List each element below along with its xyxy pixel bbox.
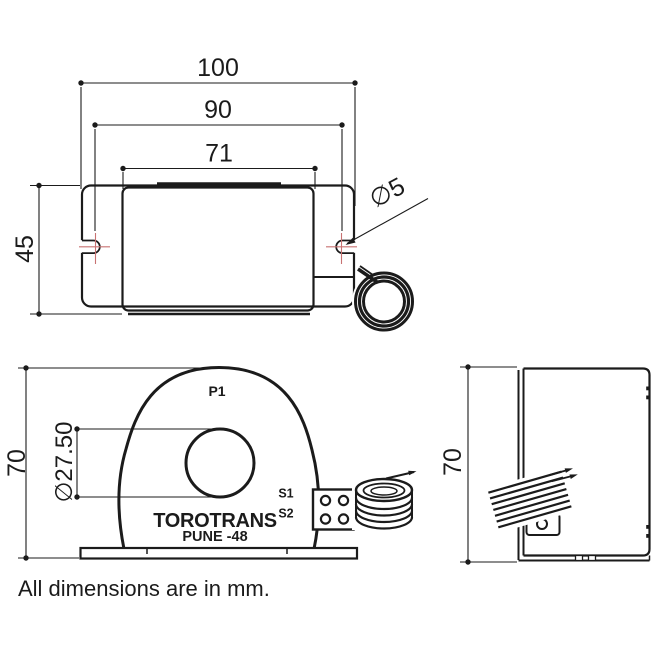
dim-hole-dia-label: ∅27.50 [51,422,78,503]
dim-side-70-label: 70 [439,448,467,476]
top-view: 100 90 71 45 [11,54,429,334]
side-view: 70 [439,364,651,565]
dimension-hole-diameter: ∅27.50 [51,422,219,503]
side-coil [484,467,578,534]
dim-90-label: 90 [204,96,232,124]
dimension-overall-width: 100 [78,54,358,206]
side-coil-wire-end [564,468,573,473]
front-coil [352,470,418,530]
mounting-slot-left [78,233,110,264]
dimension-front-height: 70 [3,365,232,561]
terminal-screw [319,494,332,507]
label-secondary-terminal-1: S1 [278,487,293,501]
dimension-side-height: 70 [439,364,517,565]
dim-slot-dia-label: ∅5 [365,172,410,213]
front-base-plate [79,546,359,560]
top-coil [352,265,416,334]
dim-71-label: 71 [205,140,233,168]
label-primary-terminal: P1 [208,383,225,399]
dim-45-label: 45 [11,235,39,263]
top-body-outline [121,186,315,312]
terminal-screw [337,513,350,525]
front-view: P1 S1 S2 TOROTRANS PUNE -48 70 ∅27.50 [3,365,418,561]
leader-arrowhead [345,237,356,245]
dimension-body-width: 71 [120,140,318,189]
dim-100-label: 100 [197,54,239,82]
top-coil-wire-end [357,267,378,284]
dim-front-70-label: 70 [3,449,31,477]
dimension-slot-diameter: ∅5 [345,172,429,245]
terminal-screw [319,513,332,525]
dimensions-note: All dimensions are in mm. [18,576,270,601]
mounting-slot-right [326,233,358,264]
label-model: PUNE -48 [182,529,247,545]
dimension-slot-spacing: 90 [92,96,345,231]
terminal-screw [337,494,350,507]
label-secondary-terminal-2: S2 [278,507,293,521]
front-terminal-block [311,488,355,531]
label-brand: TOROTRANS [153,510,277,532]
front-center-hole [184,427,256,499]
dimension-depth: 45 [11,182,122,317]
